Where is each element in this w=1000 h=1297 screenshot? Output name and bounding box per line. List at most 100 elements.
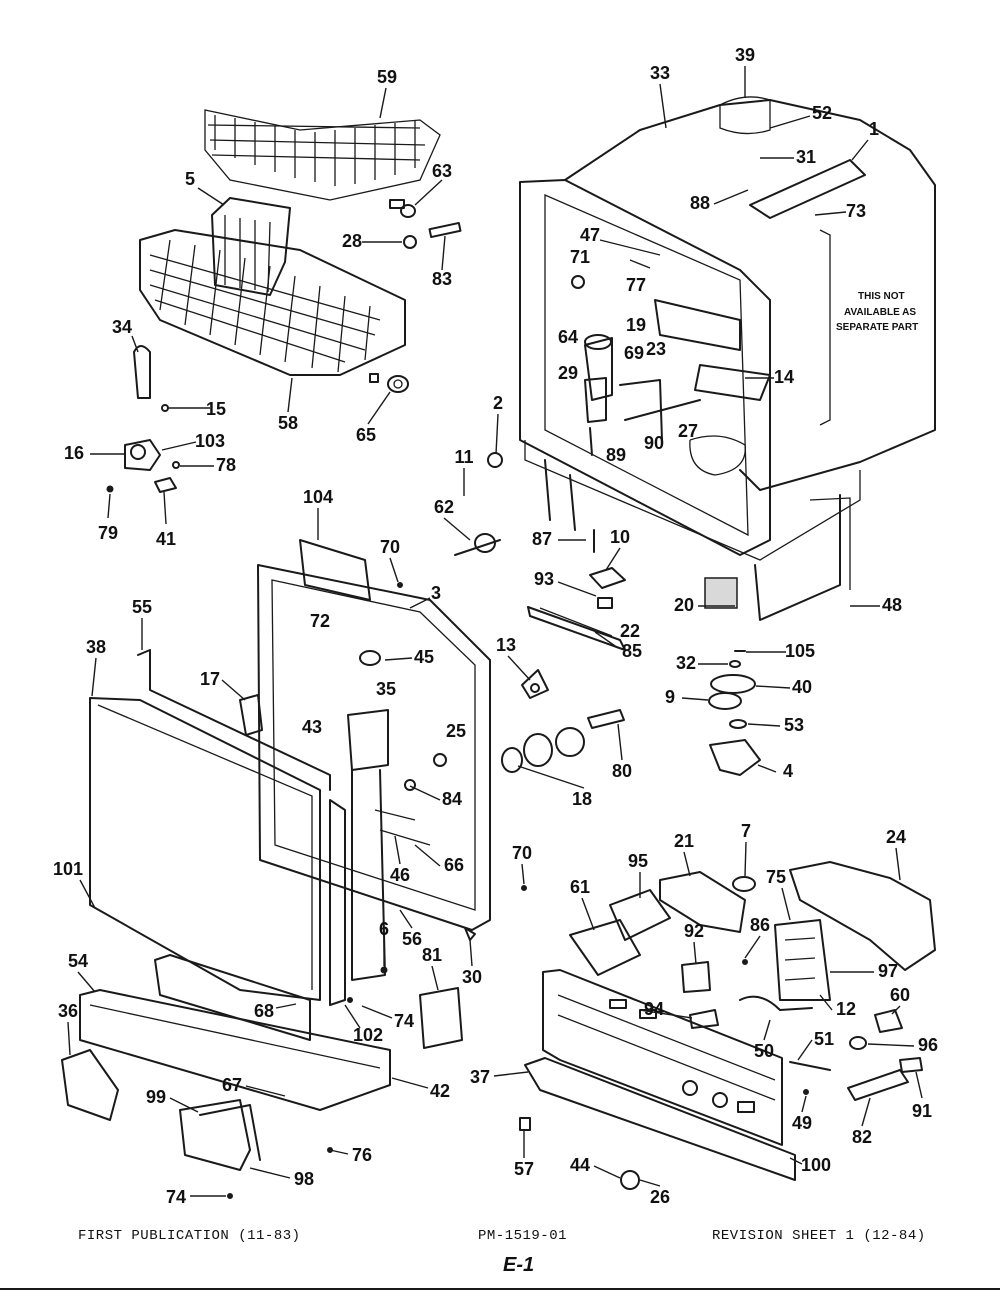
availability-note: THIS NOT AVAILABLE AS SEPARATE PART <box>836 291 918 333</box>
callout-58: 58 <box>278 413 298 433</box>
callout-65: 65 <box>356 425 376 445</box>
callout-86: 86 <box>750 915 770 935</box>
callout-83: 83 <box>432 269 452 289</box>
callout-42: 42 <box>430 1081 450 1101</box>
callout-79: 79 <box>98 523 118 543</box>
callout-27: 27 <box>678 421 698 441</box>
callout-53: 53 <box>784 715 804 735</box>
callout-60: 60 <box>890 985 910 1005</box>
callout-14: 14 <box>774 367 794 387</box>
callout-95: 95 <box>628 851 648 871</box>
callout-68: 68 <box>254 1001 274 1021</box>
callout-78: 78 <box>216 455 236 475</box>
callout-97: 97 <box>878 961 898 981</box>
callout-85: 85 <box>622 641 642 661</box>
callout-66: 66 <box>444 855 464 875</box>
callout-88: 88 <box>690 193 710 213</box>
callout-11: 11 <box>454 447 473 467</box>
callout-84: 84 <box>442 789 462 809</box>
callout-24: 24 <box>886 827 906 847</box>
callout-103: 103 <box>195 431 225 451</box>
callout-34: 34 <box>112 317 132 337</box>
callout-5: 5 <box>185 169 195 189</box>
callout-20: 20 <box>674 595 694 615</box>
callout-70: 70 <box>512 843 532 863</box>
callout-18: 18 <box>572 789 592 809</box>
callout-89: 89 <box>606 445 626 465</box>
callout-63: 63 <box>432 161 452 181</box>
silverware-basket <box>211 197 291 296</box>
callout-21: 21 <box>674 831 694 851</box>
callout-75: 75 <box>766 867 786 887</box>
callout-1: 1 <box>869 119 879 139</box>
callout-35: 35 <box>376 679 396 699</box>
callout-52: 52 <box>812 103 832 123</box>
callout-54: 54 <box>68 951 88 971</box>
callout-25: 25 <box>446 721 466 741</box>
revision-sheet: REVISION SHEET 1 (12-84) <box>712 1228 926 1244</box>
callout-74: 74 <box>166 1187 186 1207</box>
callout-19: 19 <box>626 315 646 335</box>
callout-23: 23 <box>646 339 666 359</box>
kick-panel <box>61 954 463 1199</box>
outer-door-panel <box>89 649 346 1006</box>
callout-51: 51 <box>814 1029 834 1049</box>
callout-28: 28 <box>342 231 362 251</box>
callout-73: 73 <box>846 201 866 221</box>
callout-4: 4 <box>783 761 793 781</box>
first-publication: FIRST PUBLICATION (11-83) <box>78 1228 301 1244</box>
callout-44: 44 <box>570 1155 590 1175</box>
callout-94: 94 <box>644 999 664 1019</box>
sheet-number: E-1 <box>503 1254 535 1276</box>
callout-81: 81 <box>422 945 442 965</box>
right-small-parts <box>708 650 761 776</box>
part-number: PM-1519-01 <box>478 1228 568 1244</box>
callout-7: 7 <box>741 821 751 841</box>
pump-motor-parts <box>454 452 738 651</box>
callout-70: 70 <box>380 537 400 557</box>
note-line-3: SEPARATE PART <box>836 322 918 333</box>
callout-50: 50 <box>754 1041 774 1061</box>
callout-29: 29 <box>558 363 578 383</box>
bottom-rule <box>0 1288 1000 1290</box>
callout-67: 67 <box>222 1075 242 1095</box>
callout-15: 15 <box>206 399 226 419</box>
callout-100: 100 <box>801 1155 831 1175</box>
callout-36: 36 <box>58 1001 78 1021</box>
callout-93: 93 <box>534 569 554 589</box>
callout-82: 82 <box>852 1127 872 1147</box>
leader-lines <box>67 66 923 1197</box>
small-parts-upper-left <box>133 199 462 412</box>
note-line-2: AVAILABLE AS <box>844 307 916 318</box>
callout-9: 9 <box>665 687 675 707</box>
callout-38: 38 <box>86 637 106 657</box>
callout-96: 96 <box>918 1035 938 1055</box>
callout-49: 49 <box>792 1113 812 1133</box>
callout-76: 76 <box>352 1145 372 1165</box>
callout-71: 71 <box>570 247 590 267</box>
callout-90: 90 <box>644 433 664 453</box>
callout-62: 62 <box>434 497 454 517</box>
upper-rack <box>204 109 441 201</box>
callout-72: 72 <box>310 611 330 631</box>
callout-55: 55 <box>132 597 152 617</box>
callout-98: 98 <box>294 1169 314 1189</box>
callout-64: 64 <box>558 327 578 347</box>
callout-57: 57 <box>514 1159 534 1179</box>
bottom-right-parts <box>789 1009 923 1101</box>
callout-12: 12 <box>836 999 856 1019</box>
callout-104: 104 <box>303 487 333 507</box>
callout-26: 26 <box>650 1187 670 1207</box>
callout-37: 37 <box>470 1067 490 1087</box>
callout-31: 31 <box>796 147 816 167</box>
callout-80: 80 <box>612 761 632 781</box>
callout-3: 3 <box>431 583 441 603</box>
callout-87: 87 <box>532 529 552 549</box>
callout-74: 74 <box>394 1011 414 1031</box>
door-small-parts <box>239 582 527 1003</box>
callout-69: 69 <box>624 343 644 363</box>
callout-61: 61 <box>570 877 590 897</box>
callout-102: 102 <box>353 1025 383 1045</box>
